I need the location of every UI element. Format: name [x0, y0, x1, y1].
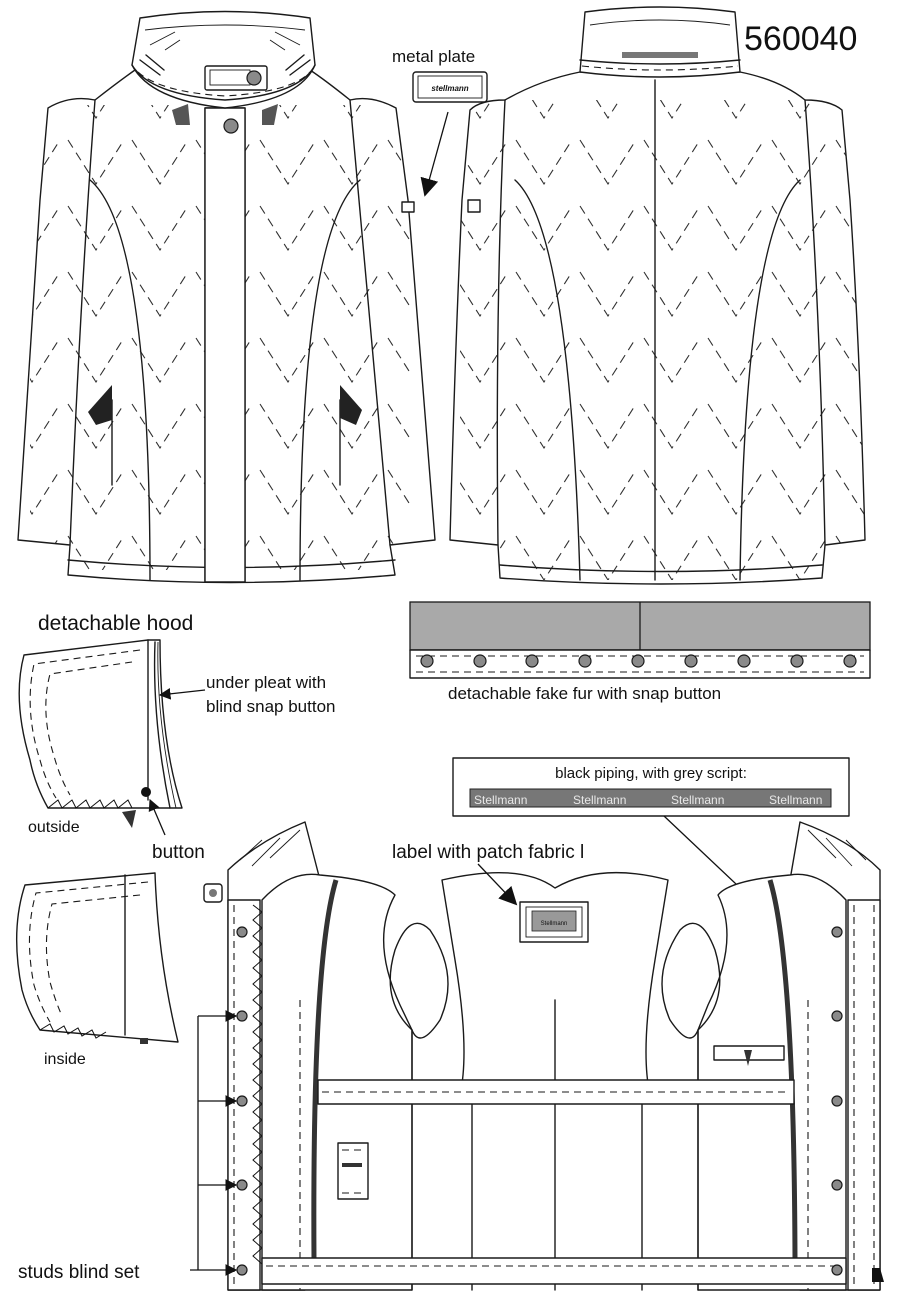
patch-label-callout: label with patch fabric l — [392, 842, 584, 863]
under-pleat-label-2: blind snap button — [206, 697, 336, 716]
under-pleat-label-1: under pleat with — [206, 673, 326, 692]
detachable-hood-label: detachable hood — [38, 612, 193, 635]
inside-label: inside — [44, 1051, 86, 1068]
piping-script-3: Stellmann — [671, 793, 724, 807]
fake-fur-label: detachable fake fur with snap button — [448, 684, 721, 703]
fake-fur-collar: detachable fake fur with snap button — [409, 601, 871, 703]
hood-inside-view: inside — [15, 872, 179, 1068]
fur-snap-buttons — [420, 654, 857, 668]
studs-callout: studs blind set — [18, 1010, 238, 1283]
patch-label-text: Stellmann — [541, 921, 568, 927]
metal-plate-callout: metal plate stellmann — [392, 47, 488, 197]
facing-studs-left — [236, 926, 248, 1276]
piping-script-4: Stellmann — [769, 793, 822, 807]
piping-callout: black piping, with grey script: Stellman… — [452, 757, 850, 920]
piping-script-2: Stellmann — [573, 793, 626, 807]
style-number: 560040 — [744, 20, 857, 58]
outside-label: outside — [28, 819, 80, 836]
jacket-front-view — [17, 10, 436, 584]
facing-studs-right — [831, 926, 843, 1276]
jacket-inside-view: Stellmann label with patch fabric l — [203, 821, 884, 1291]
piping-script-1: Stellmann — [474, 793, 527, 807]
metal-plate-brand: stellmann — [431, 84, 468, 93]
studs-label: studs blind set — [18, 1262, 140, 1283]
hood-outside-view: detachable hood under pleat with blind s… — [18, 612, 336, 863]
metal-plate-label: metal plate — [392, 47, 475, 66]
piping-title: black piping, with grey script: — [555, 765, 747, 782]
jacket-back-view: 560040 — [449, 6, 866, 585]
button-label: button — [152, 842, 205, 863]
